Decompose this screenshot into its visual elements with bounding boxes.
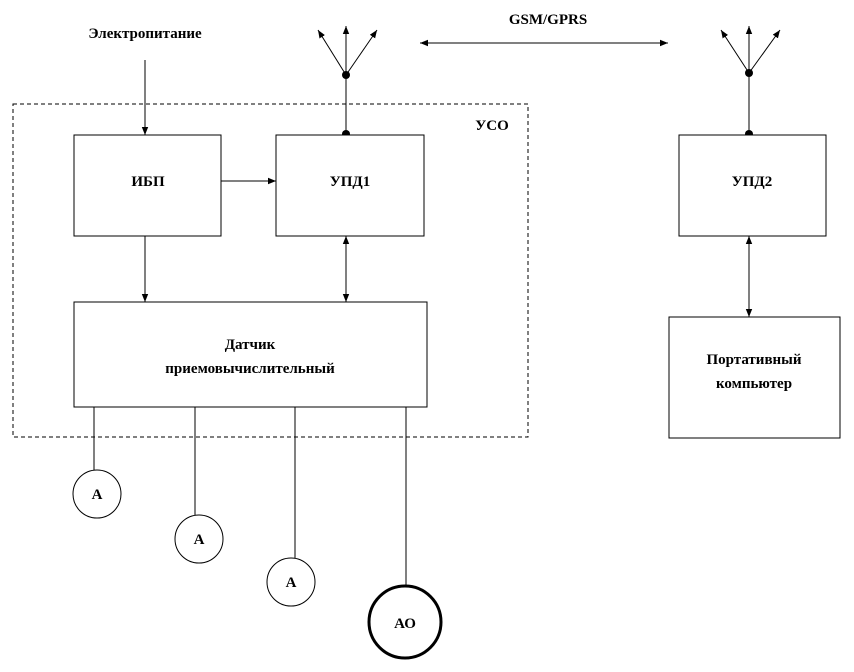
sensor-a3 [266, 557, 316, 607]
antenna-1-icon [317, 26, 378, 138]
sensor-ao-label: АО [394, 616, 416, 632]
antenna-2-icon [720, 26, 781, 138]
ibp-block [73, 134, 222, 237]
sensor-a1-label: А [92, 487, 103, 503]
upd1-label: УПД1 [330, 174, 371, 190]
sensor-label-line1: Датчик [225, 337, 276, 353]
sensor-a2 [174, 514, 224, 564]
upd1-block [275, 134, 425, 237]
sensor-a2-label: А [194, 532, 205, 548]
uso-label: УСО [475, 118, 509, 134]
power-label: Электропитание [88, 26, 202, 42]
laptop-block [668, 316, 841, 439]
sensor-label-line2: приемовычислительный [165, 361, 335, 377]
sensor-a3-label: А [286, 575, 297, 591]
sensor-ao [367, 584, 443, 660]
sensor-a1 [72, 469, 122, 519]
upd2-label: УПД2 [732, 174, 773, 190]
upd2-block [678, 134, 827, 237]
ibp-label: ИБП [131, 174, 165, 190]
gsm-label: GSM/GPRS [509, 12, 587, 28]
sensor-block [73, 301, 428, 408]
uso-frame [12, 103, 529, 438]
laptop-label-line2: компьютер [716, 376, 792, 392]
laptop-label-line1: Портативный [706, 352, 801, 368]
